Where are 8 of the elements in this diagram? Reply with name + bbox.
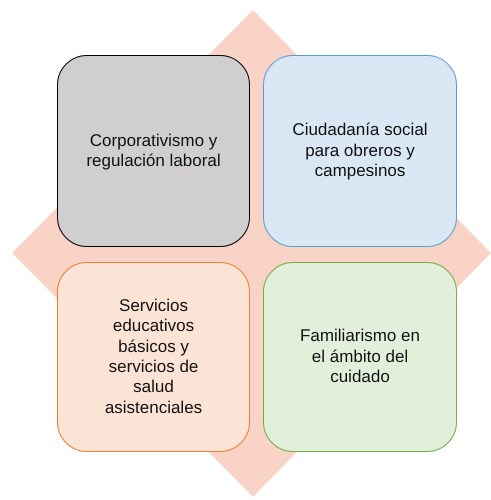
rounded-box <box>263 262 457 452</box>
rounded-box <box>57 55 250 247</box>
rounded-box <box>263 55 457 247</box>
box-text: Servicios educativos básicos y servicios de salud asistenciales <box>104 296 204 418</box>
box-text: Familiarismo en el ámbito del cuidado <box>300 326 420 388</box>
rounded-box <box>57 262 250 452</box>
box-text: Ciudadanía social para obreros y campesinos <box>291 120 429 182</box>
box-text: Corporativismo y regulación laboral <box>85 130 222 172</box>
